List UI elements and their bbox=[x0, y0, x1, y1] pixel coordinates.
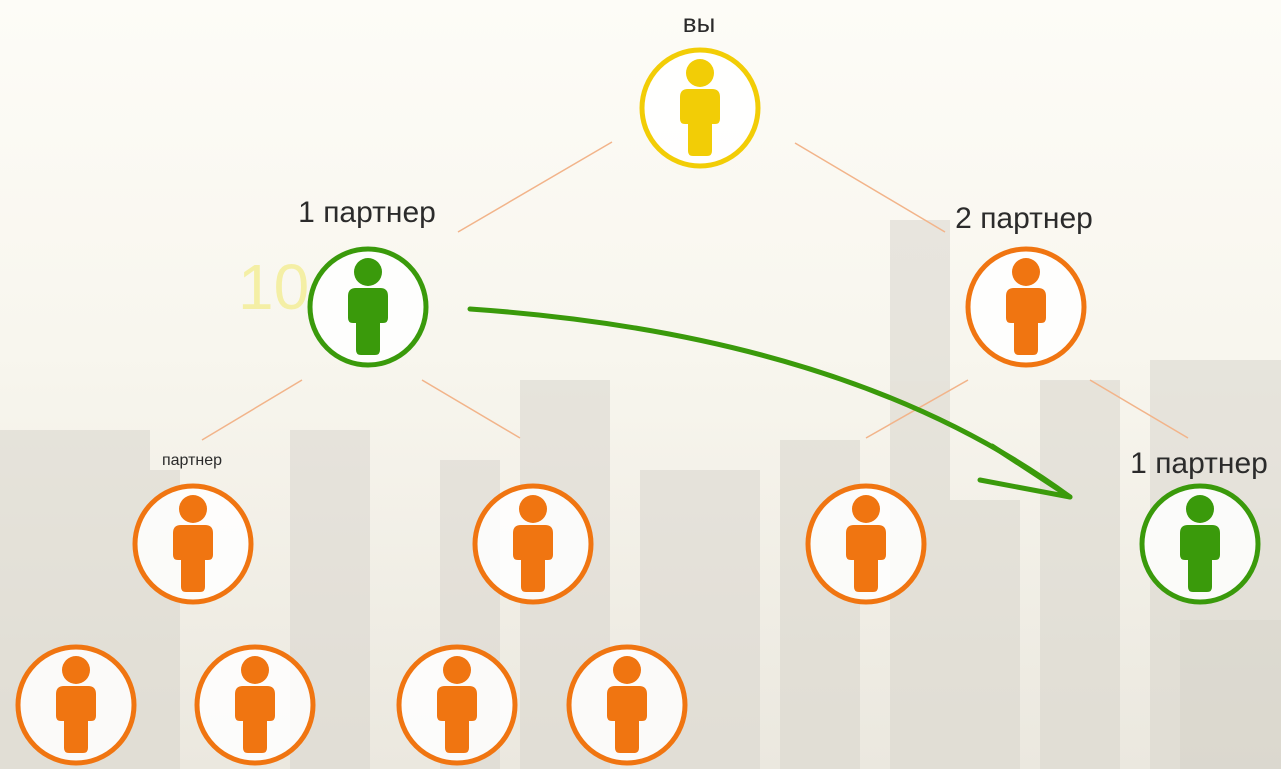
connector-partner-1-right bbox=[421, 379, 521, 439]
person-icon bbox=[348, 258, 388, 355]
node-leaf-1 bbox=[15, 644, 137, 766]
move-arrow-head bbox=[977, 443, 1073, 500]
label-moved-partner: 1 партнер bbox=[1130, 447, 1268, 480]
node-leaf-3 bbox=[396, 644, 518, 766]
person-icon bbox=[56, 656, 96, 753]
person-icon bbox=[1006, 258, 1046, 355]
person-icon bbox=[235, 656, 275, 753]
node-partner-2 bbox=[965, 246, 1087, 368]
node-sub-partner-1 bbox=[132, 483, 254, 605]
person-icon bbox=[680, 59, 720, 156]
node-partner-1 bbox=[307, 246, 429, 368]
node-sub-partner-2 bbox=[472, 483, 594, 605]
person-icon bbox=[513, 495, 553, 592]
node-leaf-2 bbox=[194, 644, 316, 766]
node-sub-partner-3 bbox=[805, 483, 927, 605]
nodes-layer bbox=[15, 47, 1261, 766]
connector-you-partner-1 bbox=[457, 141, 613, 233]
person-icon bbox=[1180, 495, 1220, 592]
person-icon bbox=[437, 656, 477, 753]
label-you: вы bbox=[682, 8, 716, 38]
connector-partner-1-left bbox=[201, 379, 303, 441]
person-icon bbox=[846, 495, 886, 592]
node-leaf-4 bbox=[566, 644, 688, 766]
connector-partner-2-right bbox=[1089, 379, 1189, 439]
connector-you-partner-2 bbox=[794, 142, 946, 233]
faded-number-text: 10 bbox=[238, 251, 310, 323]
label-partner-1: 1 партнер bbox=[298, 196, 436, 229]
node-you bbox=[639, 47, 761, 169]
person-icon bbox=[607, 656, 647, 753]
label-sub-partner: партнер bbox=[161, 452, 223, 469]
node-moved-partner bbox=[1139, 483, 1261, 605]
person-icon bbox=[173, 495, 213, 592]
connector-lines bbox=[201, 141, 1189, 441]
move-arrow bbox=[467, 306, 1073, 500]
label-partner-2: 2 партнер bbox=[955, 202, 1093, 235]
